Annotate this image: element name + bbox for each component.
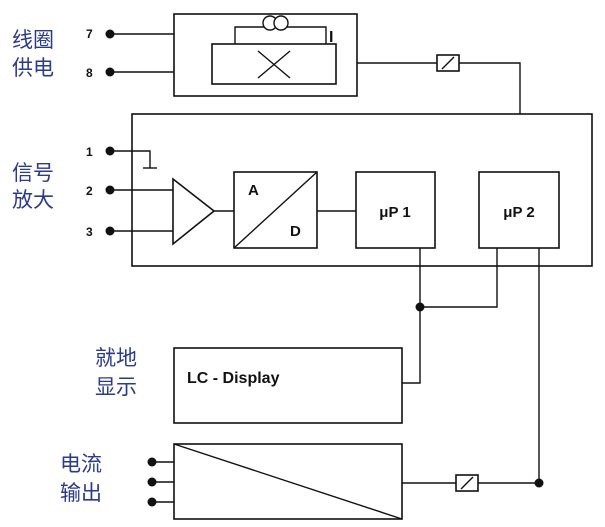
amplifier-icon bbox=[172, 177, 216, 246]
adc-label-d: D bbox=[290, 223, 301, 240]
pin-7-label: 7 bbox=[86, 27, 93, 41]
label-signal-amp-line1: 信号 bbox=[12, 161, 54, 185]
pin-1-label: 1 bbox=[86, 145, 93, 159]
label-signal-amp-line2: 放大 bbox=[12, 188, 54, 212]
label-current-output-line2: 输出 bbox=[60, 481, 102, 505]
pin-3-label: 3 bbox=[86, 225, 93, 239]
label-coil-supply-line1: 线圈 bbox=[12, 28, 54, 52]
current-output-diagonal bbox=[173, 443, 403, 520]
current-source-icon bbox=[262, 15, 289, 31]
label-signal-amp: 信号 放大 bbox=[12, 161, 54, 212]
bus-to-display-wire bbox=[402, 307, 421, 384]
up1-label: μP 1 bbox=[379, 204, 410, 221]
label-local-display-line1: 就地 bbox=[95, 346, 137, 370]
up2-to-up1-bus-wire bbox=[420, 248, 498, 308]
up1-box bbox=[355, 171, 436, 249]
label-current-output: 电流 输出 bbox=[60, 452, 102, 505]
pin-1-ground-wire bbox=[110, 150, 151, 168]
lcd-box bbox=[173, 347, 403, 424]
lcd-label: LC - Display bbox=[187, 370, 280, 387]
output-isolator-icon bbox=[455, 474, 479, 492]
label-local-display-line2: 显示 bbox=[95, 375, 137, 399]
label-current-output-line1: 电流 bbox=[60, 452, 102, 476]
label-coil-supply: 线圈 供电 bbox=[12, 28, 54, 80]
coil-isolator-icon bbox=[436, 54, 460, 72]
coil-current-symbol: I bbox=[329, 29, 333, 46]
coil-cross-icon bbox=[257, 50, 291, 79]
adc-diagonal bbox=[233, 171, 318, 249]
pin-2-label: 2 bbox=[86, 184, 93, 198]
adc-label-a: A bbox=[248, 182, 259, 199]
up2-label: μP 2 bbox=[503, 204, 534, 221]
up2-box bbox=[478, 171, 560, 249]
pin-8-label: 8 bbox=[86, 66, 93, 80]
label-coil-supply-line2: 供电 bbox=[12, 56, 54, 80]
label-local-display: 就地 显示 bbox=[95, 346, 137, 399]
